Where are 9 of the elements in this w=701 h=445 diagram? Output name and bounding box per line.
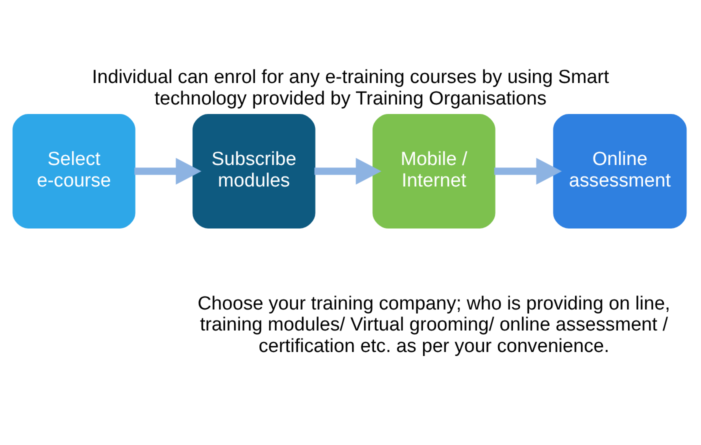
arrow — [134, 158, 202, 185]
node-box: Select e-course — [12, 114, 136, 228]
caption: Choose your training company; who is providing on line, training modules/ Virtual grooming/ online assessment / certification etc. as per your convenience. — [198, 293, 670, 358]
arrow — [314, 158, 382, 185]
node-box: Online assessment — [553, 114, 687, 228]
arrow — [494, 158, 562, 185]
diagram-title: Individual can enrol for any e-training courses by using Smart technology provided by Training Organisations — [92, 66, 610, 110]
node-box: Mobile / Internet — [372, 114, 496, 228]
node-box: Subscribe modules — [192, 114, 316, 228]
